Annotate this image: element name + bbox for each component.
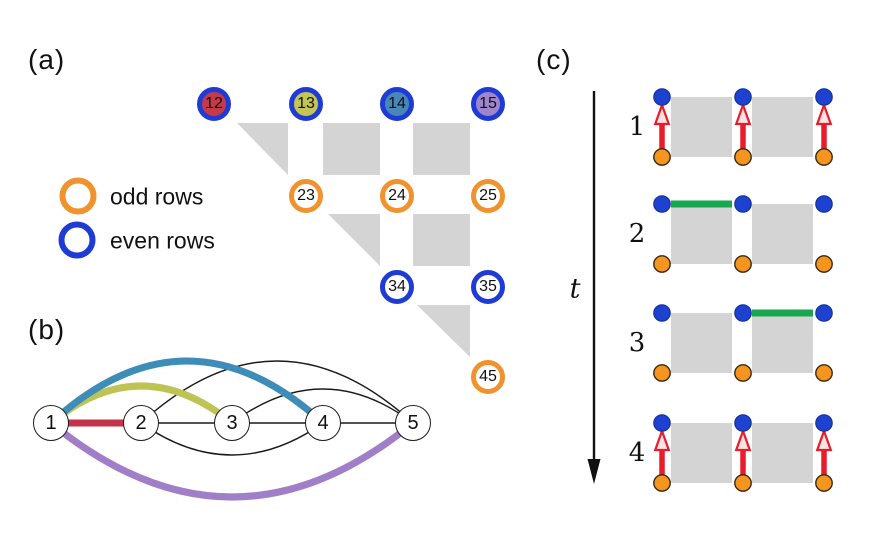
red-arrow-head: [734, 427, 752, 452]
gray-square-row1-b: [413, 123, 470, 175]
time-axis-t-label: t: [569, 273, 581, 305]
site-circle-12: 12: [197, 87, 231, 121]
legend-odd-rows-label: odd rows: [110, 183, 204, 210]
site-circle-24: 24: [380, 179, 414, 213]
gray-square-row1-a: [323, 123, 380, 175]
even-site-dot: [815, 414, 833, 432]
graph-node-4: 4: [305, 405, 341, 441]
panel-b-label: (b): [28, 314, 66, 345]
time-axis: [587, 91, 601, 484]
odd-site-dot: [734, 364, 752, 382]
legend-even-rows-label: even rows: [110, 227, 215, 254]
site-circle-34: 34: [380, 270, 414, 304]
even-site-dot: [653, 304, 671, 322]
red-arrow-head: [815, 427, 833, 452]
circuit-step-3: [653, 304, 833, 382]
gate-square: [671, 423, 732, 483]
edge-3-5: [231, 388, 414, 424]
time-axis-arrowhead: [587, 459, 601, 484]
gray-triangle-row3: [417, 305, 470, 357]
graph-node-2: 2: [123, 405, 159, 441]
even-site-dot: [734, 414, 752, 432]
site-circle-13: 13: [289, 87, 323, 121]
site-circle-23: 23: [289, 179, 323, 213]
odd-site-dot: [653, 148, 671, 166]
gate-square: [671, 313, 732, 373]
even-site-dot: [815, 88, 833, 106]
panel-c-label: (c): [536, 44, 572, 75]
even-site-dot: [734, 304, 752, 322]
even-site-dot: [653, 414, 671, 432]
even-site-dot: [734, 195, 752, 213]
odd-site-dot: [815, 148, 833, 166]
lightcone-staircase: [237, 123, 470, 357]
even-site-dot: [815, 304, 833, 322]
graph-node-1: 1: [33, 405, 69, 441]
time-step-label-1: 1: [628, 112, 646, 142]
odd-site-dot: [653, 255, 671, 273]
site-circle-35: 35: [471, 270, 505, 304]
odd-site-dot: [653, 474, 671, 492]
red-arrow-head: [734, 101, 752, 126]
odd-site-dot: [815, 364, 833, 382]
red-arrow-head: [653, 427, 671, 452]
site-circle-25: 25: [471, 179, 505, 213]
gray-triangle-row2: [328, 214, 380, 266]
edge-1-5-purple: [48, 420, 416, 501]
site-circle-45: 45: [471, 360, 505, 394]
panel-a-label: (a): [28, 44, 66, 75]
circuit-step-4: [653, 414, 833, 492]
graph-edges: [48, 357, 416, 501]
even-site-dot: [815, 195, 833, 213]
graph-node-3: 3: [214, 405, 250, 441]
legend-odd-rows-ring-icon: [59, 177, 97, 215]
time-step-label-4: 4: [628, 438, 646, 468]
gate-square: [752, 97, 813, 157]
gate-square: [752, 204, 813, 264]
green-bond-bar: [671, 200, 732, 208]
circuit-step-1: [653, 88, 833, 166]
site-circle-15: 15: [471, 87, 505, 121]
even-site-dot: [653, 88, 671, 106]
circuit-step-2: [653, 195, 833, 273]
odd-site-dot: [734, 148, 752, 166]
time-step-label-3: 3: [628, 328, 646, 358]
odd-site-dot: [734, 255, 752, 273]
green-bond-bar: [752, 309, 813, 317]
odd-site-dot: [815, 474, 833, 492]
graph-node-5: 5: [395, 405, 431, 441]
even-site-dot: [734, 88, 752, 106]
gray-square-row2: [413, 214, 470, 266]
site-circle-14: 14: [380, 87, 414, 121]
gray-triangle-row1: [237, 123, 288, 175]
even-site-dot: [653, 195, 671, 213]
gate-square: [752, 313, 813, 373]
odd-site-dot: [734, 474, 752, 492]
gate-square: [671, 97, 732, 157]
red-arrow-head: [653, 101, 671, 126]
legend-even-rows-ring-icon: [58, 221, 96, 259]
odd-site-dot: [815, 255, 833, 273]
edge-1-4-blue: [48, 357, 326, 426]
red-arrow-head: [815, 101, 833, 126]
gate-square: [671, 204, 732, 264]
edge-2-4: [140, 422, 324, 456]
time-step-label-2: 2: [628, 219, 646, 249]
odd-site-dot: [653, 364, 671, 382]
gate-square: [752, 423, 813, 483]
